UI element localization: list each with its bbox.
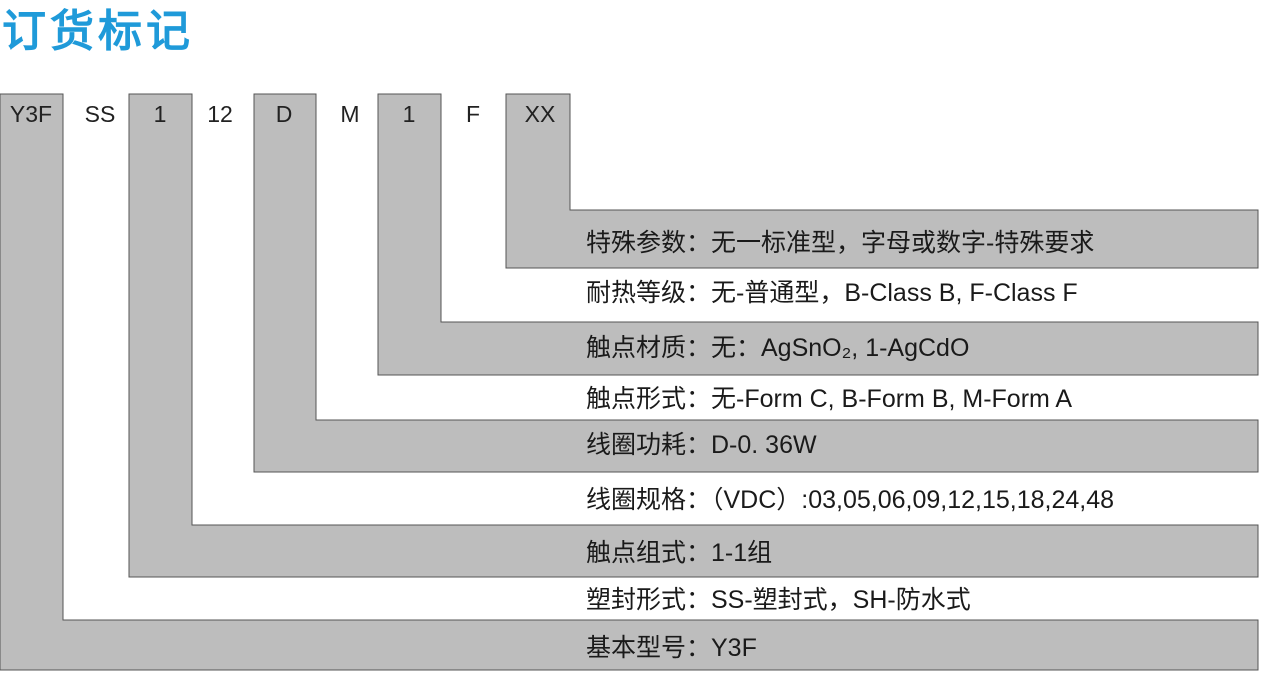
code-segment-contact-material: 1: [402, 101, 416, 127]
desc-coil-voltage: 线圈规格：（VDC）:03,05,06,09,12,15,18,24,48: [586, 486, 1115, 514]
desc-coil-power: 线圈功耗：D-0. 36W: [586, 431, 817, 459]
page-title: 订货标记: [2, 6, 194, 57]
connector-coil-power: [253, 93, 1259, 473]
desc-base-model: 基本型号：Y3F: [586, 634, 757, 662]
code-segment-package: SS: [84, 101, 116, 127]
code-segment-special: XX: [524, 101, 556, 127]
connector-base-model: [0, 93, 1259, 671]
code-segment-contact-form: M: [340, 101, 360, 127]
connector-special-parameters: [505, 93, 1259, 269]
connector-contact-material: [377, 93, 1259, 376]
code-segment-coil-power: D: [275, 101, 293, 127]
desc-special-parameters: 特殊参数：无一标准型，字母或数字-特殊要求: [586, 229, 1095, 257]
code-segment-insulation-class: F: [465, 101, 481, 127]
code-segment-model: Y3F: [9, 101, 53, 127]
desc-contact-group: 触点组式：1-1组: [586, 539, 773, 567]
code-segment-coil-voltage: 12: [207, 101, 233, 127]
desc-package-type: 塑封形式：SS-塑封式，SH-防水式: [586, 586, 971, 614]
connector-contact-group: [128, 93, 1259, 578]
desc-contact-material: 触点材质：无：AgSnO₂, 1-AgCdO: [586, 334, 970, 362]
code-segment-contact-group: 1: [153, 101, 167, 127]
desc-contact-form: 触点形式：无-Form C, B-Form B, M-Form A: [586, 385, 1073, 413]
desc-insulation-class: 耐热等级：无-普通型，B-Class B, F-Class F: [586, 279, 1078, 307]
